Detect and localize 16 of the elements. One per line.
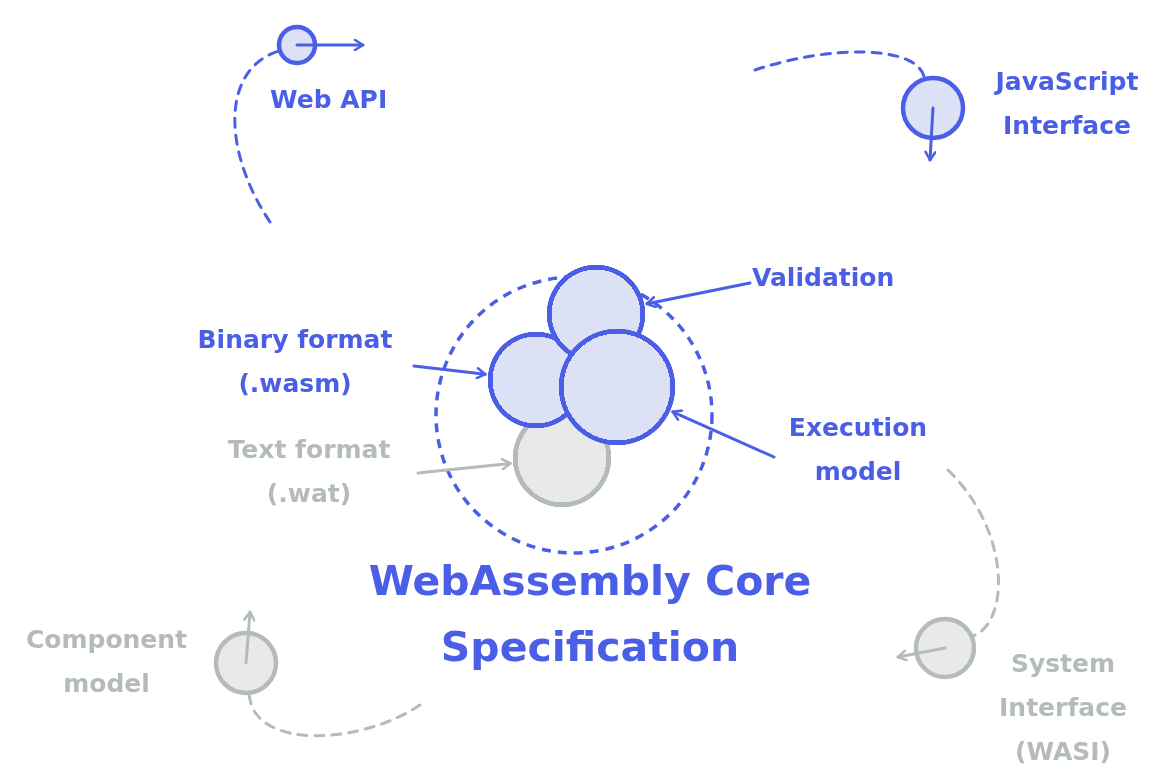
- node-label: Web API: [270, 84, 389, 116]
- node-label: Component model: [24, 624, 189, 700]
- node-label: JavaScript Interface: [993, 66, 1140, 142]
- arrow: [416, 458, 512, 475]
- arrow: [645, 281, 752, 309]
- callout-label: Execution model: [768, 406, 948, 494]
- callout-label: Validation: [752, 256, 932, 300]
- callout-label: Binary format (.wasm): [168, 318, 422, 406]
- dashed-connector: [247, 694, 422, 738]
- dashed-connector: [753, 50, 926, 78]
- arrow: [412, 364, 487, 380]
- title-label: WebAssembly Core Specification: [367, 556, 813, 673]
- node-label: System Interface (WASI): [998, 648, 1128, 768]
- callout-label: Text format (.wat): [198, 428, 420, 516]
- dashed-connector: [233, 50, 279, 224]
- dashed-connector: [946, 468, 1000, 637]
